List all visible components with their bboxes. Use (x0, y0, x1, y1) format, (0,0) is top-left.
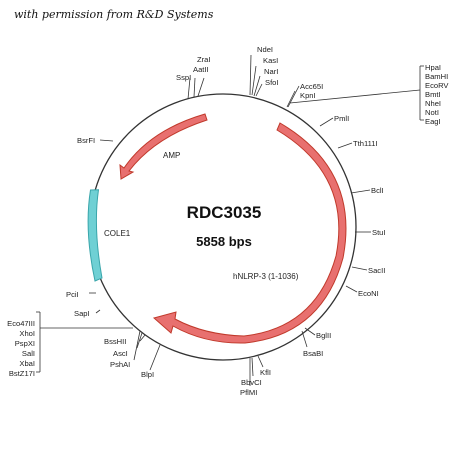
left-site-bracket (36, 311, 41, 373)
site-label: SacII (368, 266, 385, 275)
site-label: BamHI (425, 72, 448, 81)
site-label: BstZ17I (9, 369, 35, 378)
site-label: BbvCI (241, 378, 262, 387)
site-label: Tth111I (353, 139, 378, 148)
site-label: PshAI (110, 360, 130, 369)
site-label: PflMI (240, 388, 257, 397)
site-label: EcoRV (425, 81, 449, 90)
site-label: NdeI (257, 45, 273, 54)
site-label: EcoNI (358, 289, 379, 298)
site-label: Acc65I (300, 82, 323, 91)
site-label: Eco47III (7, 319, 35, 328)
cole1-feature (87, 189, 103, 282)
site-label: BssHII (104, 337, 126, 346)
plasmid-name: RDC3035 (187, 203, 262, 222)
site-label: PmlI (334, 114, 349, 123)
site-label: HpaI (425, 63, 441, 72)
site-label: SapI (74, 309, 90, 318)
site-label: BglII (316, 331, 331, 340)
mcs-bracket (419, 65, 424, 121)
site-label: SspI (176, 73, 191, 82)
site-label: SalI (22, 349, 35, 358)
site-label: BmtI (425, 90, 441, 99)
site-ticks (40, 54, 421, 386)
site-label: KflI (260, 368, 271, 377)
site-label: BsrFI (77, 136, 95, 145)
site-label: NheI (425, 99, 441, 108)
plasmid-backbone (89, 93, 357, 361)
site-label: AscI (113, 349, 128, 358)
site-label: XbaI (19, 359, 35, 368)
insert-label: hNLRP-3 (1-1036) (233, 272, 299, 281)
site-label: NarI (264, 67, 278, 76)
site-label: KpnI (300, 91, 316, 100)
site-label: BlpI (141, 370, 154, 379)
site-label: EagI (425, 117, 441, 126)
site-label: StuI (372, 228, 386, 237)
site-label: ZraI (197, 55, 211, 64)
site-label: XhoI (19, 329, 35, 338)
cole1-label: COLE1 (104, 229, 131, 238)
site-label: BsaBI (303, 349, 323, 358)
site-label: AatII (193, 65, 209, 74)
site-label: PspXI (15, 339, 35, 348)
site-label: NotI (425, 108, 439, 117)
permission-caption: with permission from R&D Systems (14, 8, 214, 21)
site-label: PciI (66, 290, 79, 299)
amp-feature-arrow (119, 113, 208, 180)
site-label: KasI (263, 56, 278, 65)
site-label: BclI (371, 186, 384, 195)
plasmid-size: 5858 bps (196, 234, 252, 249)
insert-feature-arrow (152, 122, 347, 344)
site-label: SfoI (265, 78, 279, 87)
amp-label: AMP (163, 151, 180, 160)
